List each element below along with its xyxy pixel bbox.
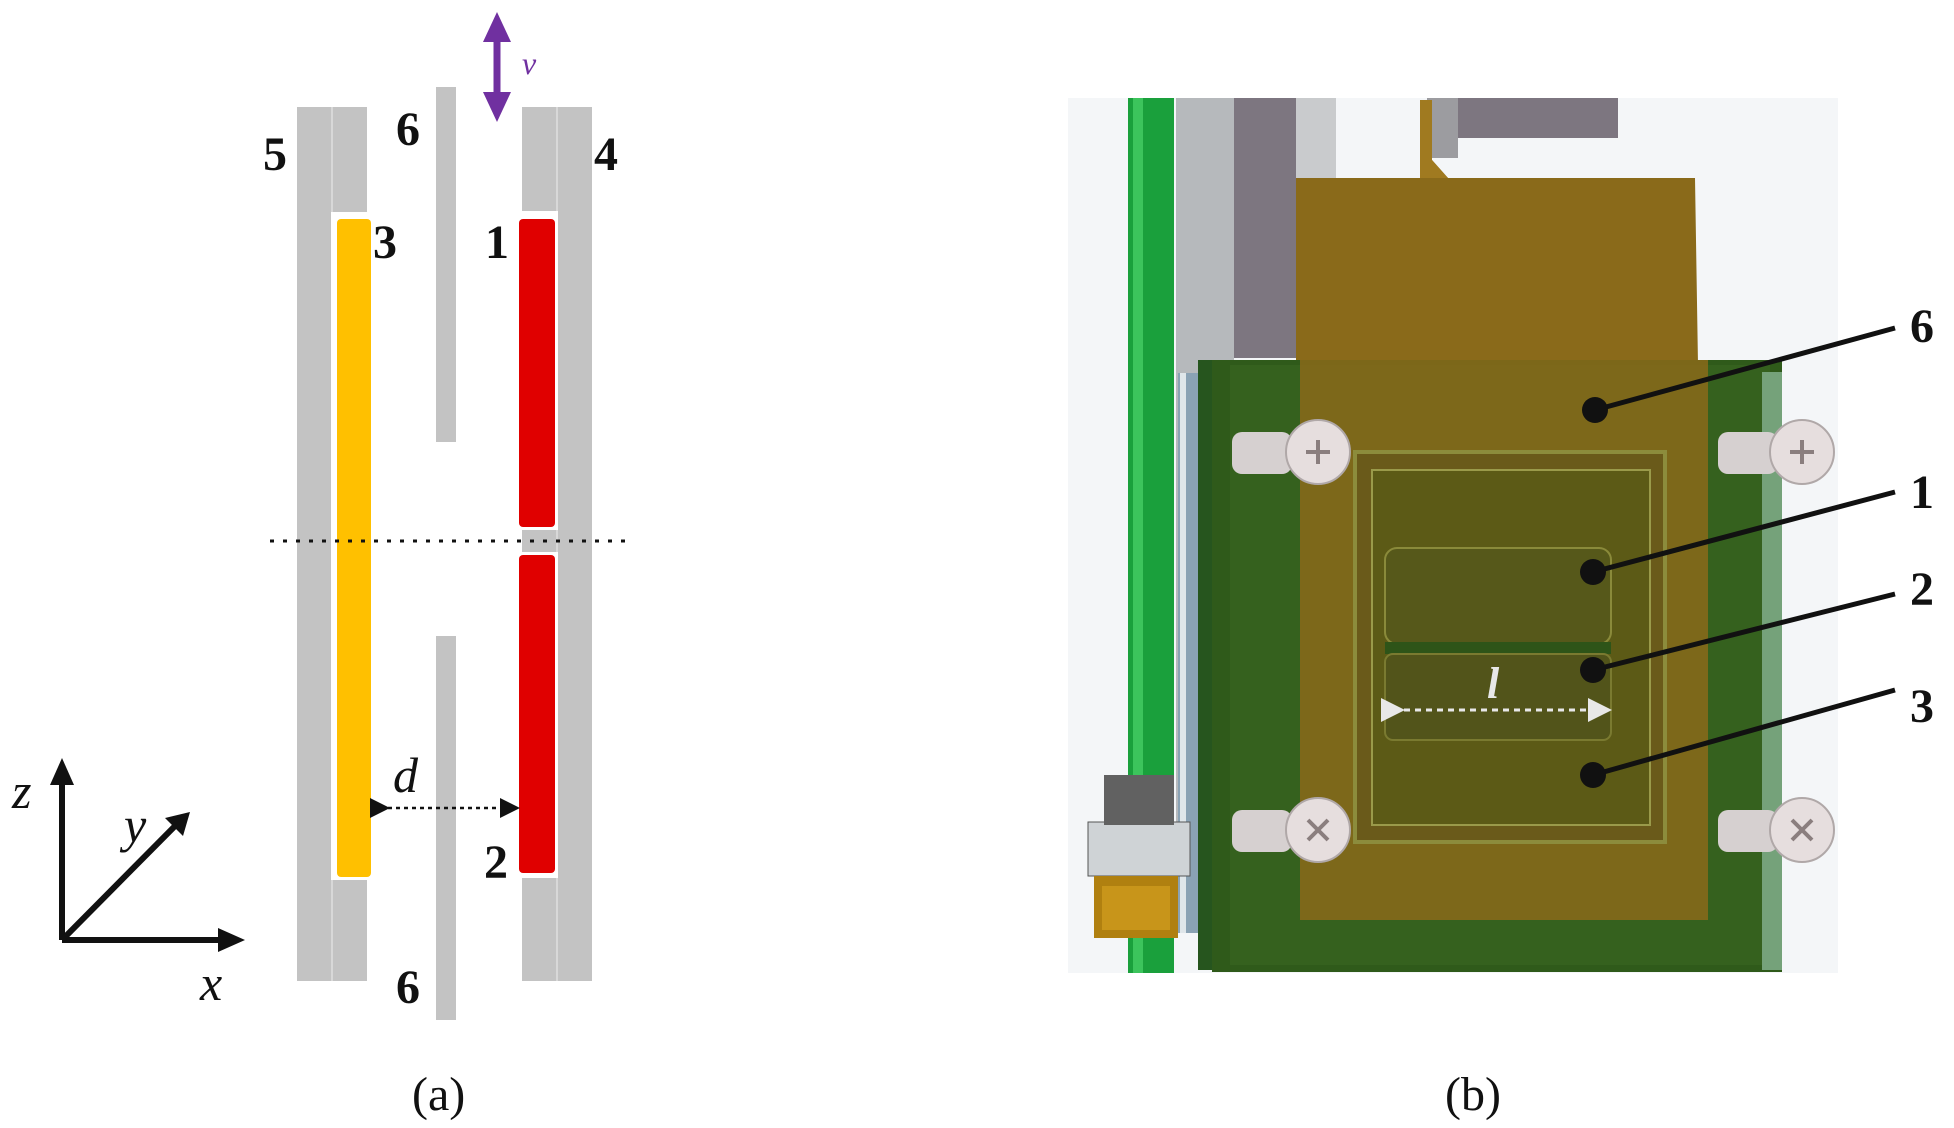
length-l-label: l	[1487, 659, 1500, 708]
axis-y-label: y	[119, 797, 147, 853]
label-b-2: 2	[1910, 563, 1934, 616]
electrode-2	[519, 555, 555, 873]
screw-bottom-left-icon	[1232, 797, 1351, 863]
panel-a-schematic: d v 5 6 4 3 1 2 6 z y x (a)	[11, 12, 625, 1121]
label-6-bottom: 6	[396, 961, 420, 1014]
moving-strip-6-top	[436, 87, 456, 442]
screw-top-right-icon	[1718, 419, 1835, 485]
label-b-6: 6	[1910, 300, 1934, 353]
velocity-label: v	[522, 45, 537, 81]
screw-top-left-icon	[1232, 419, 1351, 485]
axis-x-label: x	[199, 955, 222, 1011]
label-3: 3	[373, 216, 397, 269]
label-6-top: 6	[396, 103, 420, 156]
label-b-1: 1	[1910, 466, 1934, 519]
label-b-3: 3	[1910, 680, 1934, 733]
moving-strip-6-bottom	[436, 636, 456, 1020]
label-2: 2	[484, 836, 508, 889]
caption-b: (b)	[1445, 1068, 1501, 1121]
electrode-region-1	[1384, 547, 1612, 645]
coordinate-axes	[50, 758, 245, 952]
screw-bottom-right-icon	[1718, 797, 1835, 863]
caption-a: (a)	[412, 1068, 465, 1121]
label-5: 5	[263, 128, 287, 181]
bracket	[1296, 100, 1698, 365]
leader-6	[1582, 325, 1896, 423]
velocity-arrow	[483, 12, 511, 122]
leader-1	[1580, 489, 1896, 585]
leader-2	[1580, 591, 1896, 683]
panel-b-photo: l	[1068, 98, 1934, 1121]
electrode-3	[337, 219, 371, 877]
electrode-1	[519, 219, 555, 527]
axis-z-label: z	[11, 763, 31, 819]
label-1: 1	[485, 216, 509, 269]
leader-3	[1580, 687, 1896, 788]
electrode-region-2	[1385, 642, 1611, 654]
gap-d-label: d	[393, 747, 419, 803]
label-4: 4	[594, 128, 618, 181]
